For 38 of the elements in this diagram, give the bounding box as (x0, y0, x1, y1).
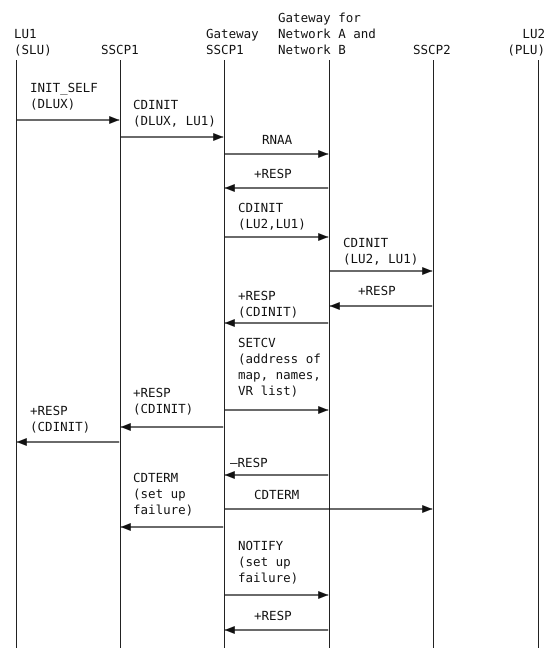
message-label: +RESP (CDINIT) (30, 403, 92, 435)
message-label: +RESP (CDINIT) (238, 288, 300, 320)
participant-label: SSCP2 (413, 42, 452, 58)
message-label: CDINIT (LU2,LU1) (238, 200, 307, 232)
message-label: +RESP (254, 166, 293, 182)
message-arrow (224, 319, 328, 327)
message-label: –RESP (230, 455, 269, 471)
message-arrow (120, 423, 224, 431)
message-label: +RESP (CDINIT) (133, 385, 194, 417)
message-label: INIT_SELF (DLUX) (30, 80, 99, 112)
message-arrow (224, 184, 328, 192)
message-arrow (16, 438, 120, 446)
participant-label: Gateway for Network A and Network B (278, 10, 376, 58)
participant-label: SSCP1 (101, 42, 140, 58)
message-label: +RESP (254, 608, 293, 624)
message-arrow (224, 150, 328, 158)
message-label: CDINIT (LU2, LU1) (343, 235, 420, 267)
message-arrow (120, 523, 224, 531)
message-arrow (224, 505, 432, 513)
message-arrow (330, 267, 432, 275)
message-arrow (224, 471, 328, 479)
message-label: CDTERM (254, 487, 300, 503)
participant-label: LU2 (PLU) (506, 26, 545, 58)
message-label: +RESP (358, 283, 397, 299)
message-label: CDINIT (DLUX, LU1) (133, 97, 217, 129)
message-arrow (224, 591, 328, 599)
participant-label: Gateway SSCP1 (206, 26, 260, 58)
message-arrow (16, 116, 120, 124)
participant-label: LU1 (SLU) (14, 26, 53, 58)
message-arrow (224, 233, 328, 241)
message-arrow (120, 133, 224, 141)
message-label: RNAA (262, 132, 294, 148)
message-arrow (224, 626, 328, 634)
message-label: SETCV (address of map, names, VR list) (238, 335, 321, 399)
message-label: NOTIFY (set up failure) (238, 538, 300, 586)
message-label: CDTERM (set up failure) (133, 470, 194, 518)
message-arrow (330, 302, 432, 310)
message-arrow (224, 406, 328, 414)
